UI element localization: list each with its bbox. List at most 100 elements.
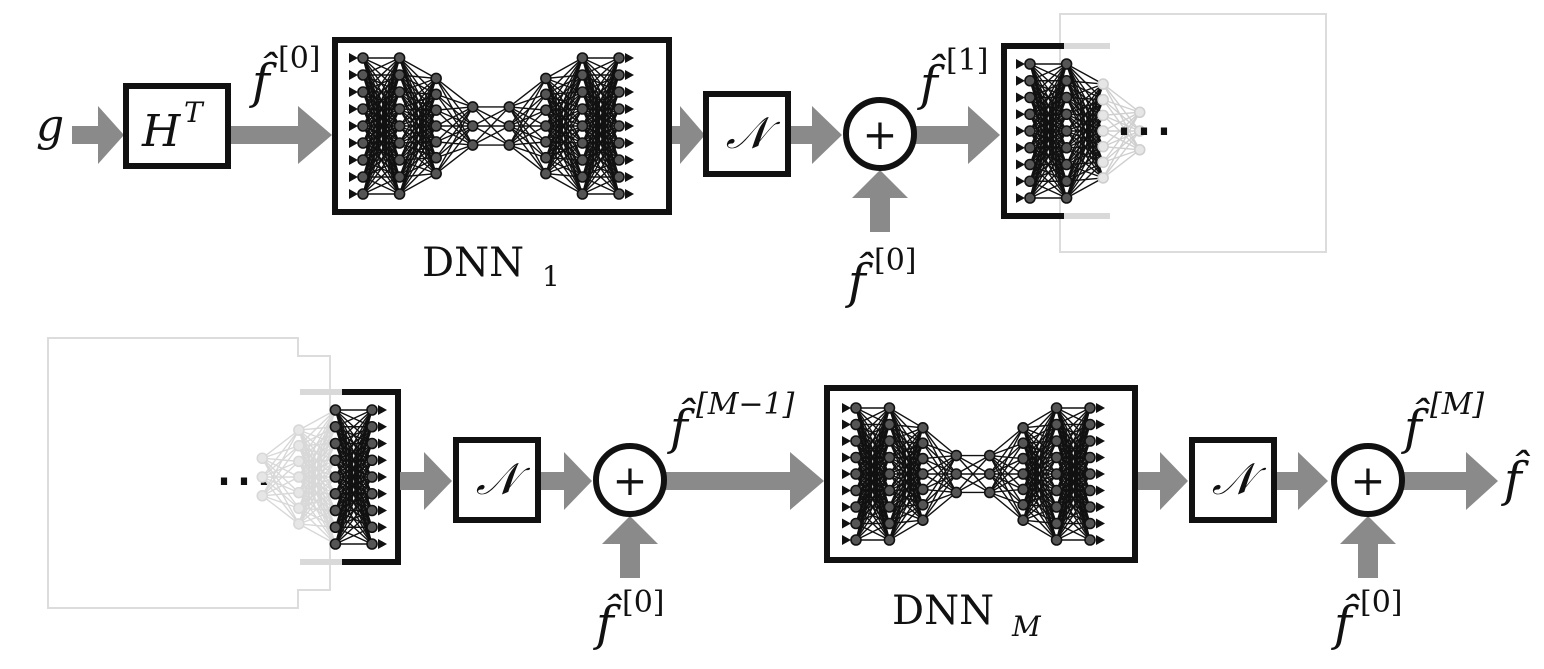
network-edge xyxy=(1022,407,1058,521)
network-edge xyxy=(435,109,473,127)
network-edge xyxy=(545,172,583,178)
network-node xyxy=(1084,418,1096,431)
network-edge xyxy=(1102,130,1141,151)
network-edge xyxy=(1029,180,1067,199)
network-edge xyxy=(362,57,401,93)
network-edge xyxy=(1029,63,1068,132)
ellipsis-top: ⋯ xyxy=(1114,95,1174,165)
network-node xyxy=(293,424,305,436)
network-arrowhead xyxy=(625,87,634,97)
network-edge xyxy=(989,442,1024,475)
network-arrowhead xyxy=(1016,75,1025,86)
network-edge xyxy=(298,443,337,525)
network-edge xyxy=(855,424,891,541)
network-edge xyxy=(1065,115,1104,199)
network-node xyxy=(1060,192,1073,204)
network-arrowhead xyxy=(842,518,851,529)
network-edge xyxy=(435,106,474,127)
sum-symbol-b: + xyxy=(1350,456,1385,505)
arrow-norm-to-plus-b xyxy=(1276,452,1328,510)
network-arrowhead xyxy=(625,53,634,63)
network-node xyxy=(613,188,625,200)
network-node xyxy=(950,468,963,480)
normalization-block-b: 𝒩 xyxy=(1189,437,1277,523)
network-edge xyxy=(888,504,924,541)
network-node xyxy=(357,171,369,183)
network-node xyxy=(503,139,516,151)
network-edge xyxy=(545,57,584,127)
network-edge xyxy=(398,109,437,195)
network-edge xyxy=(888,427,924,491)
network-node xyxy=(613,120,625,132)
network-node xyxy=(357,86,369,98)
network-node xyxy=(1060,58,1073,70)
network-edge xyxy=(362,57,400,76)
faded-continuation-frame-bottom xyxy=(47,337,331,609)
sum-symbol-a: + xyxy=(612,456,647,505)
network-arrowhead xyxy=(349,155,358,165)
arrow-skip-up-b xyxy=(1340,516,1396,578)
network-node xyxy=(613,52,625,64)
network-arrowhead xyxy=(625,189,634,199)
network-edge xyxy=(855,407,890,426)
network-node xyxy=(503,120,516,132)
network-edge xyxy=(362,176,400,195)
network-edge xyxy=(508,109,547,146)
network-edge xyxy=(1102,111,1141,163)
network-edge xyxy=(362,57,401,178)
network-node xyxy=(1097,156,1109,169)
network-edge xyxy=(1065,83,1104,199)
network-arrowhead xyxy=(1096,436,1105,446)
network-node xyxy=(256,471,269,483)
network-edge xyxy=(1022,519,1057,541)
network-arrowhead xyxy=(842,452,851,463)
network-edge xyxy=(855,407,891,475)
arrow-skip-up-top xyxy=(852,170,908,232)
network-edge xyxy=(1022,407,1058,444)
network-node xyxy=(366,420,378,433)
network-node xyxy=(393,69,406,81)
network-node xyxy=(329,471,342,483)
network-node xyxy=(576,120,589,132)
network-edge xyxy=(855,457,891,541)
network-edge xyxy=(472,125,510,146)
network-edge xyxy=(509,106,546,111)
skip-f0-label-b: f̂ [0] xyxy=(1331,585,1403,652)
network-edge xyxy=(922,491,957,506)
network-edge xyxy=(1029,130,1068,199)
network-edge xyxy=(1029,147,1068,199)
network-edge xyxy=(508,77,547,127)
network-edge xyxy=(1065,130,1104,199)
network-node xyxy=(1097,140,1109,153)
network-edge xyxy=(261,429,300,459)
network-edge xyxy=(261,476,300,497)
network-node xyxy=(430,104,442,116)
network-edge xyxy=(1066,161,1104,199)
network-node xyxy=(850,534,862,546)
network-arrowhead xyxy=(1096,518,1105,529)
bottom-arrows xyxy=(400,452,1498,578)
network-node xyxy=(393,188,406,200)
network-edge xyxy=(261,476,300,509)
network-arrowhead xyxy=(349,87,358,97)
network-arrowhead xyxy=(349,104,358,114)
network-edge xyxy=(435,125,473,143)
network-arrowhead xyxy=(1096,485,1105,496)
network-edge xyxy=(298,493,336,525)
network-arrowhead xyxy=(625,155,634,165)
network-edge xyxy=(855,522,890,541)
network-node xyxy=(1024,125,1036,137)
network-node xyxy=(466,120,479,132)
network-arrowhead xyxy=(625,121,634,131)
sum-symbol-1: + xyxy=(862,110,897,159)
network-arrowhead xyxy=(842,469,851,479)
network-edge xyxy=(508,106,547,143)
network-edge xyxy=(261,460,300,497)
f1-label-base: f̂ xyxy=(917,53,947,112)
fm-label-sup: [M] xyxy=(1430,387,1484,422)
network-node xyxy=(329,521,342,534)
network-node xyxy=(850,501,862,513)
network-edge xyxy=(399,77,437,127)
network-node xyxy=(393,86,406,98)
network-edge xyxy=(262,495,300,509)
